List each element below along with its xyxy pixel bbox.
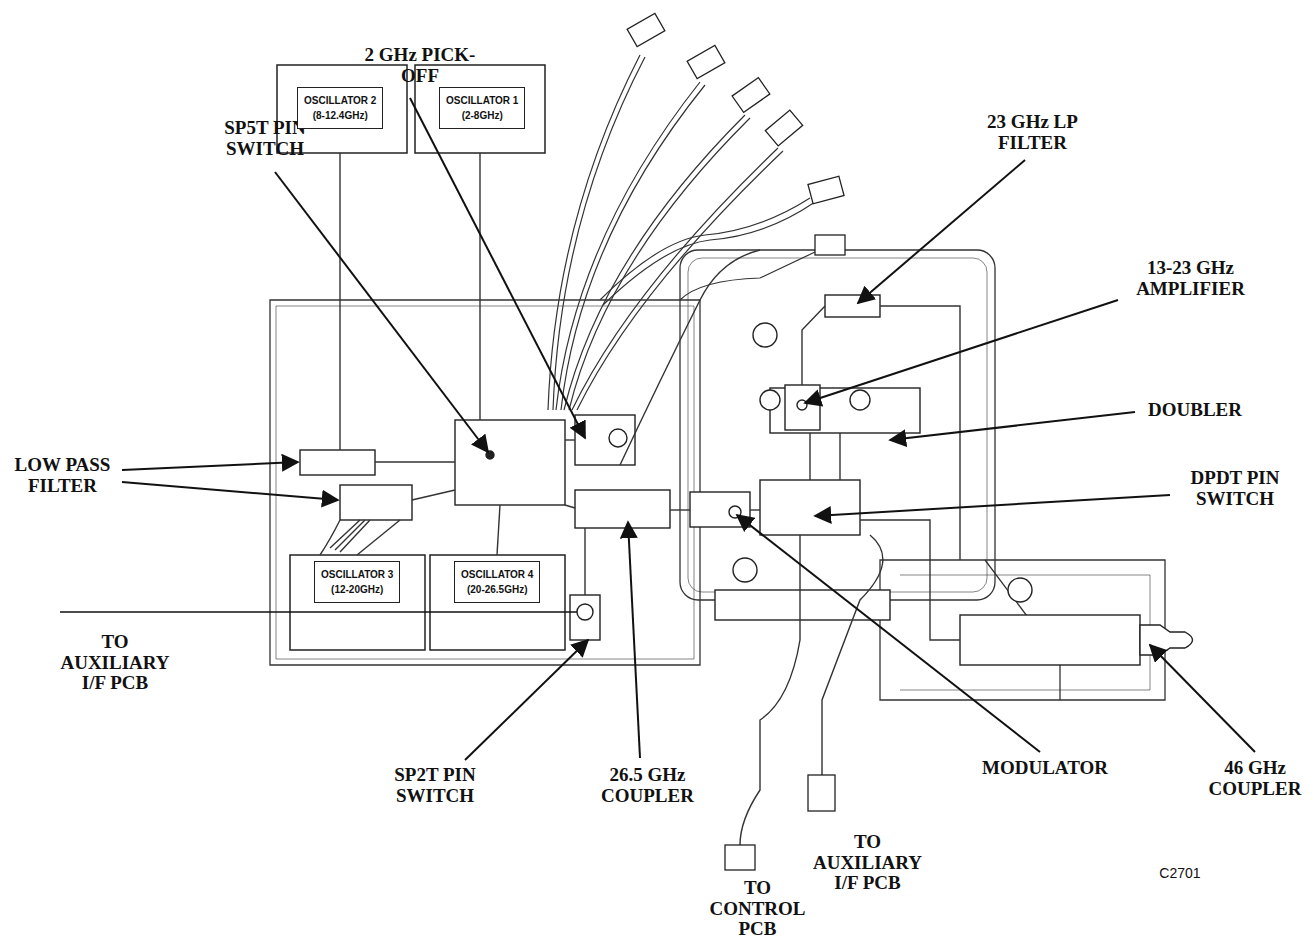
base-plates: [270, 250, 1165, 700]
callout-label: DOUBLER: [1140, 400, 1250, 421]
modulator: [690, 492, 750, 527]
callout-label: SP2T PIN SWITCH: [365, 765, 505, 806]
oscillator-name: OSCILLATOR 4: [461, 567, 533, 582]
oscillator-name: OSCILLATOR 3: [321, 567, 393, 582]
amplifier: [785, 385, 820, 430]
coax-lines: [320, 153, 960, 845]
rf-components: [300, 295, 1193, 665]
dpdt-switch: [760, 480, 860, 535]
callout-label: 13-23 GHz AMPLIFIER: [1118, 258, 1263, 299]
callout-label: LOW PASS FILTER: [5, 455, 120, 496]
callout-label: MODULATOR: [970, 758, 1120, 779]
callout-label: 23 GHz LP FILTER: [965, 112, 1100, 153]
frequency-range: (2-8GHz): [446, 108, 518, 123]
callout-label: TO AUXILIARY I/F PCB: [55, 632, 175, 694]
oscillator-name: OSCILLATOR 1: [446, 93, 518, 108]
coupler-46: [960, 615, 1140, 665]
callout-label: TO AUXILIARY I/F PCB: [800, 832, 935, 894]
oscillator-name: OSCILLATOR 2: [304, 93, 376, 108]
control-connector: [725, 845, 755, 870]
oscillator-label-box: OSCILLATOR 3(12-20GHz): [314, 561, 400, 603]
frequency-range: (12-20GHz): [321, 582, 393, 597]
figure-number: C2701: [1150, 866, 1210, 881]
frequency-range: (8-12.4GHz): [304, 108, 376, 123]
oscillator-label-box: OSCILLATOR 2(8-12.4GHz): [297, 87, 383, 129]
callout-label: DPDT PIN SWITCH: [1175, 468, 1295, 509]
callout-label: TO CONTROL PCB: [705, 878, 810, 940]
oscillator-modules: [277, 65, 565, 650]
sp5t-switch: [455, 420, 565, 505]
callout-label: 26.5 GHz COUPLER: [575, 765, 720, 806]
callout-label: 46 GHz COUPLER: [1205, 758, 1305, 799]
pickoff: [575, 415, 635, 465]
frequency-range: (20-26.5GHz): [461, 582, 533, 597]
oscillator-label-box: OSCILLATOR 1(2-8GHz): [439, 87, 525, 129]
coupler-26: [575, 490, 670, 528]
sp2t-switch: [570, 595, 600, 640]
lp-filter-23: [825, 295, 880, 317]
cable-connectors: [627, 13, 845, 870]
aux-connector: [808, 775, 835, 811]
oscillator-label-box: OSCILLATOR 4(20-26.5GHz): [454, 561, 540, 603]
callout-label: 2 GHz PICK-OFF: [360, 45, 480, 86]
lowpass-1: [300, 450, 375, 475]
cable-harness: [548, 55, 815, 410]
lowpass-2: [340, 485, 412, 520]
leader-lines: [60, 98, 1255, 760]
